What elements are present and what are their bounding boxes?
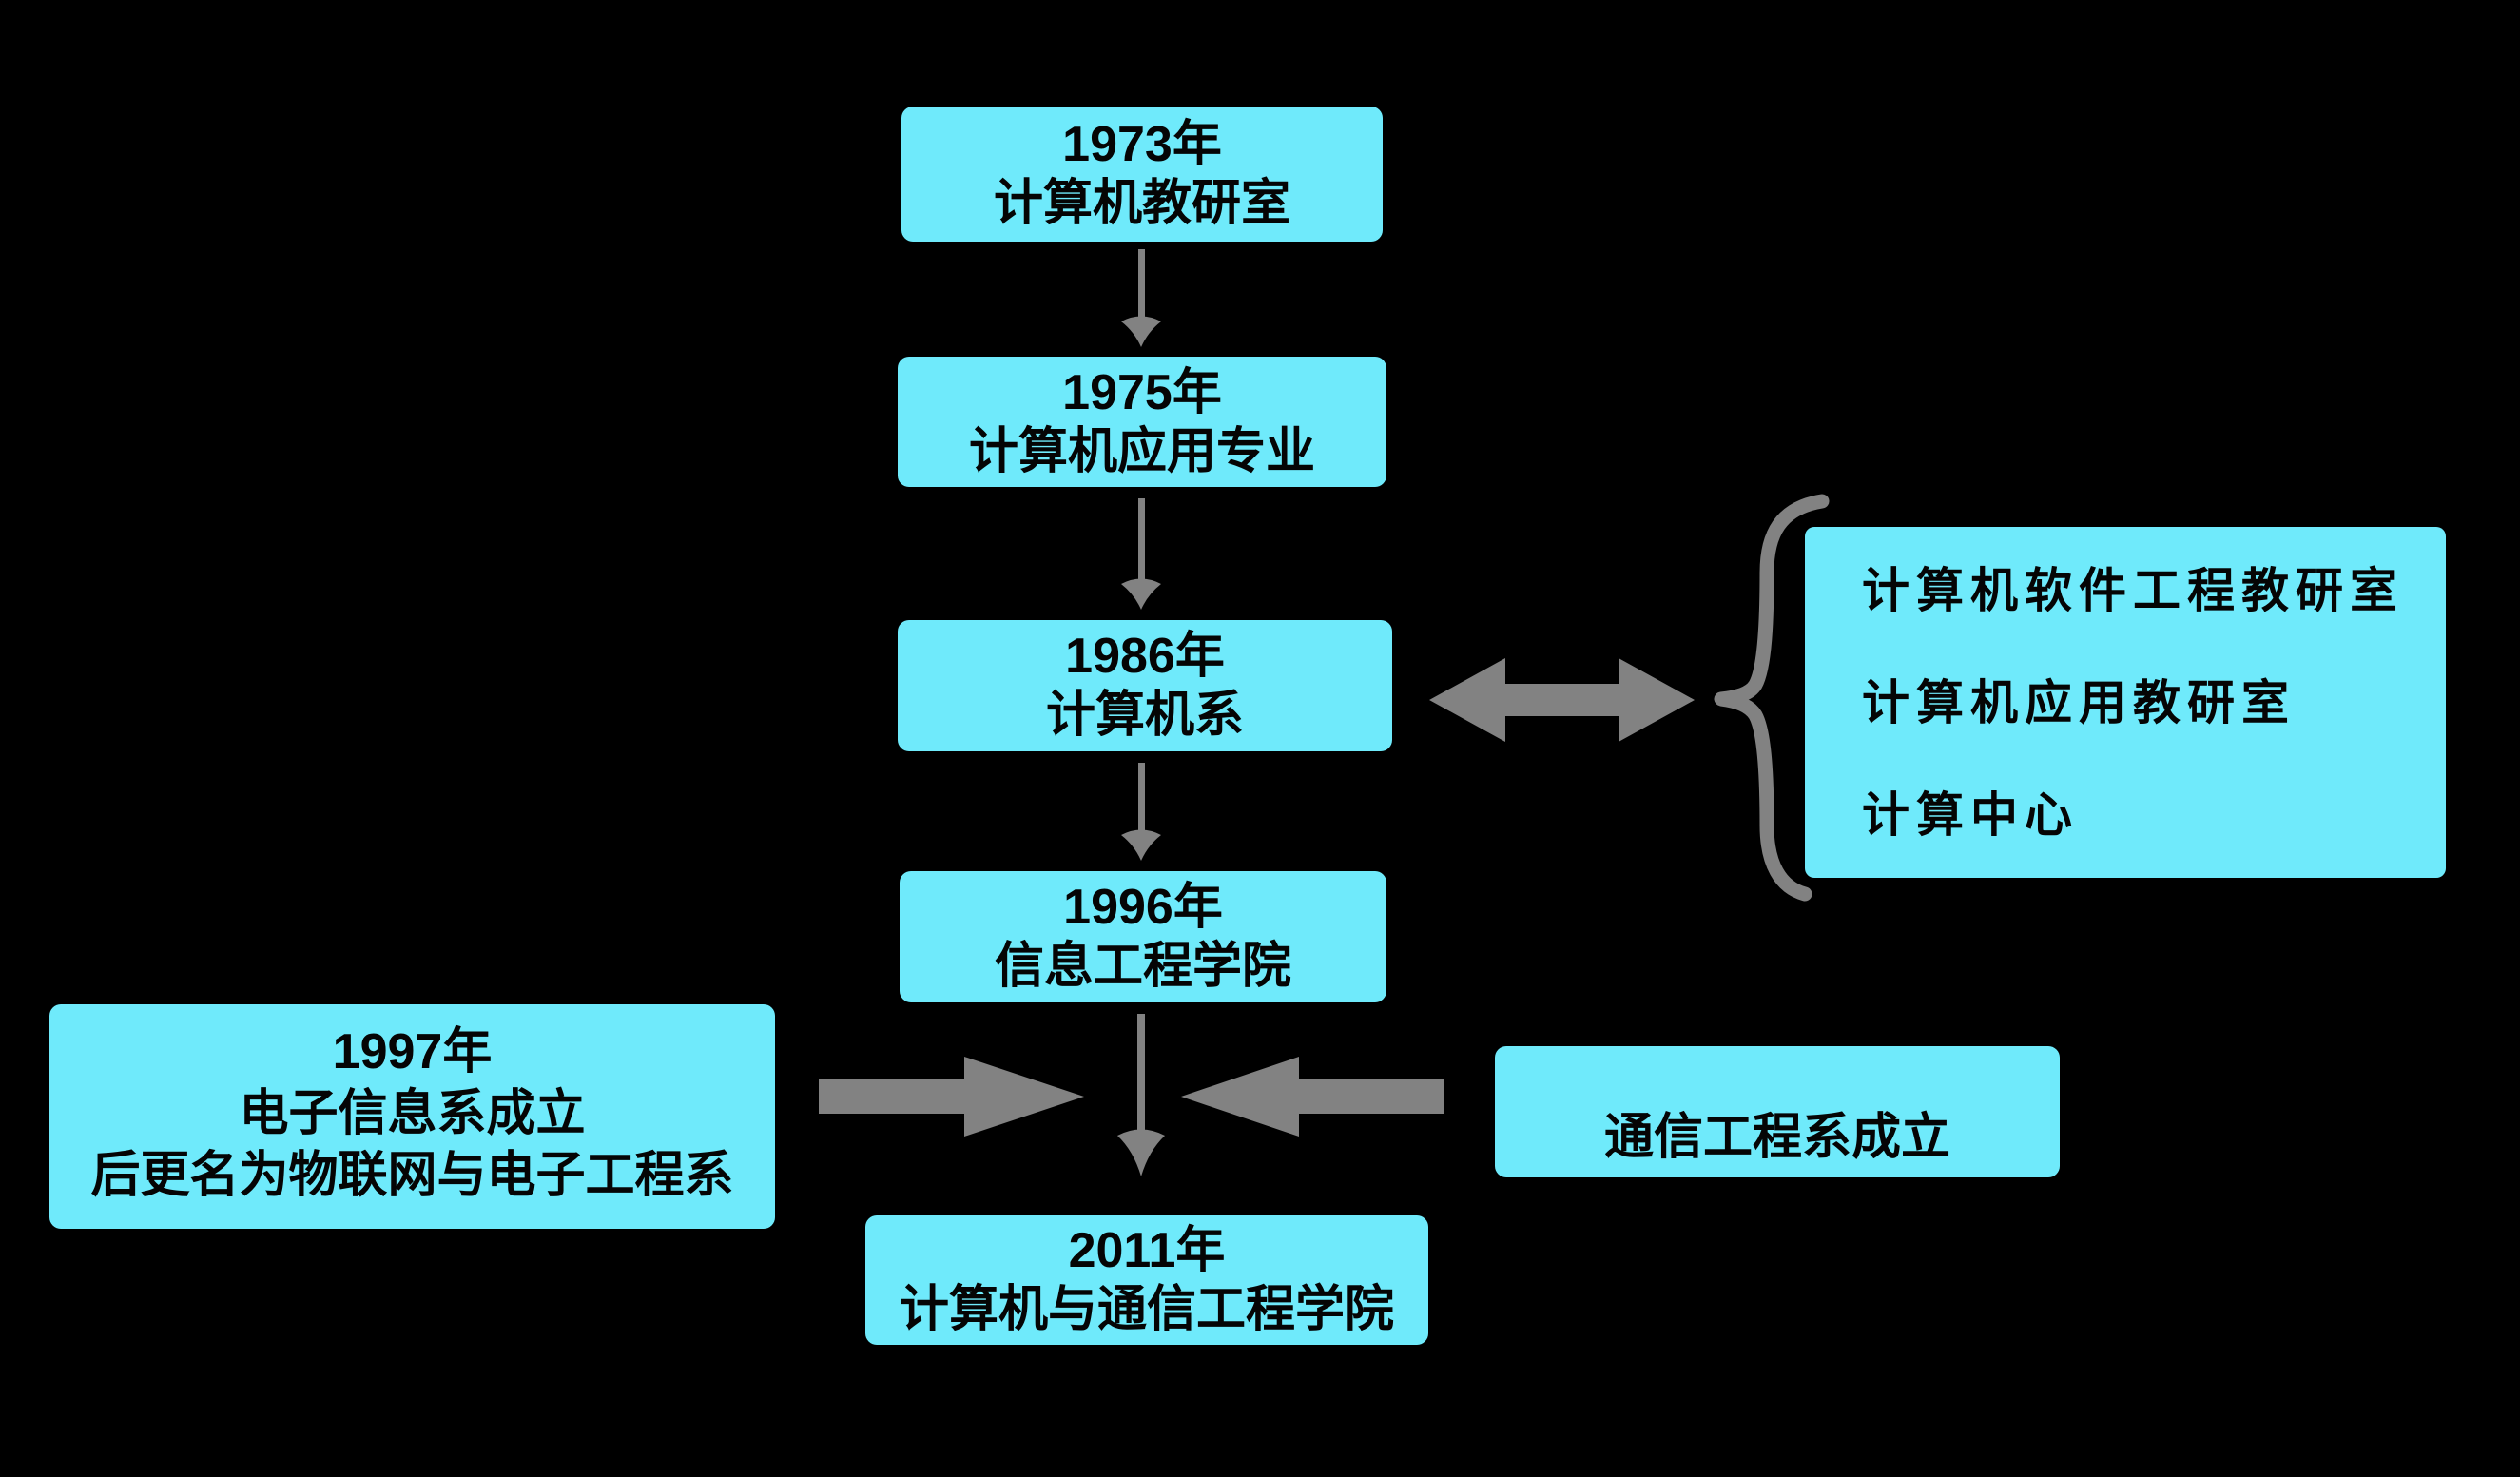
brace-group-box: 计算机软件工程教研室 计算机应用教研室 计算中心 [1805,527,2446,878]
timeline-label: 信息工程学院 [994,939,1291,994]
timeline-year: 1973年 [1062,117,1222,172]
arrow-1996-to-2011-icon [1117,1014,1165,1176]
note-line: 后更名为物联网与电子工程系 [90,1147,734,1203]
note-box-1997-electronics: 1997年 电子信息系成立 后更名为物联网与电子工程系 [49,1004,775,1229]
timeline-label: 计算机系 [1045,688,1244,743]
arrow-1975-to-1986-icon [1121,498,1161,610]
timeline-box-1975: 1975年 计算机应用专业 [898,357,1386,487]
timeline-year: 2011年 [1068,1223,1226,1278]
arrow-1986-to-1996-icon [1121,763,1161,861]
brace-group-item: 计算中心 [1862,787,2079,842]
double-arrow-icon [1429,658,1695,742]
timeline-year: 1975年 [1062,364,1222,420]
arrow-1973-to-1975-icon [1121,249,1161,347]
brace-group-item: 计算机软件工程教研室 [1862,563,2404,617]
note-year: 1997年 [332,1023,493,1079]
curly-brace-icon [1714,494,1830,902]
arrow-from-comm-icon [1181,1057,1444,1137]
timeline-label: 计算机与通信工程学院 [899,1282,1394,1337]
arrow-from-1997-icon [819,1057,1084,1137]
timeline-label: 计算机应用专业 [968,423,1315,479]
timeline-box-1973: 1973年 计算机教研室 [901,107,1383,242]
note-line: 通信工程系成立 [1603,1110,1950,1165]
timeline-year: 1986年 [1065,629,1225,684]
note-line: 电子信息系成立 [239,1085,586,1141]
brace-group-item: 计算机应用教研室 [1862,675,2296,729]
note-box-communication: 通信工程系成立 [1495,1046,2060,1177]
timeline-box-1996: 1996年 信息工程学院 [900,871,1386,1002]
timeline-label: 计算机教研室 [993,176,1290,231]
timeline-box-1986: 1986年 计算机系 [898,620,1392,751]
timeline-year: 1996年 [1063,880,1223,935]
timeline-box-2011: 2011年 计算机与通信工程学院 [865,1215,1428,1345]
